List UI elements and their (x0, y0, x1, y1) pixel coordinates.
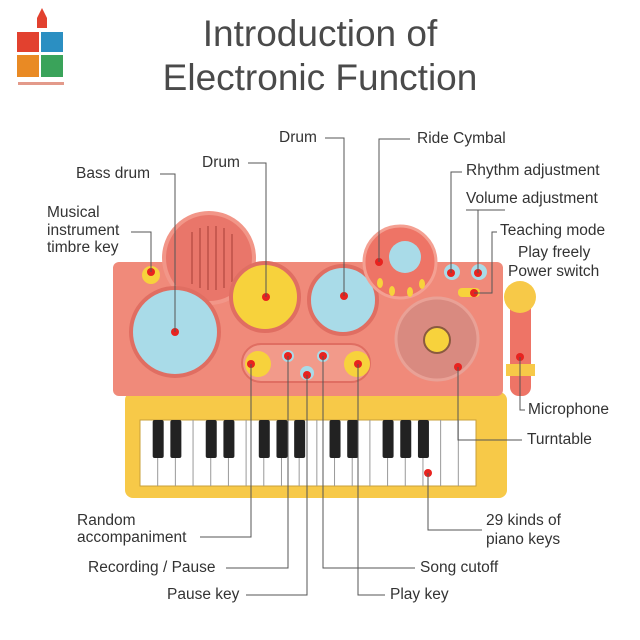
black-key (152, 420, 164, 458)
piano-keys (152, 420, 459, 486)
black-key (347, 420, 359, 458)
control-strip (241, 343, 371, 383)
label-bass-drum: Bass drum (76, 165, 151, 182)
label-rhythm: Rhythm adjustment (466, 162, 600, 179)
label-ride-cymbal: Ride Cymbal (417, 130, 506, 147)
brand-logo (17, 8, 64, 85)
black-key (223, 420, 235, 458)
label-random-1: Random (77, 512, 136, 529)
black-key (417, 420, 429, 458)
label-volume: Volume adjustment (466, 190, 598, 207)
label-play: Play key (390, 586, 449, 603)
black-key (382, 420, 394, 458)
label-pause: Pause key (167, 586, 240, 603)
label-drum-left: Drum (202, 154, 240, 171)
black-key (329, 420, 341, 458)
label-keys-1: 29 kinds of (486, 512, 561, 529)
label-power-switch: Power switch (508, 263, 600, 280)
label-recording: Recording / Pause (88, 559, 216, 576)
label-play-freely: Play freely (518, 244, 591, 261)
page-title-line-2: Electronic Function (162, 57, 478, 98)
label-microphone: Microphone (528, 401, 609, 418)
black-key (170, 420, 182, 458)
black-key (205, 420, 217, 458)
label-teaching-mode: Teaching mode (500, 222, 606, 239)
label-timbre-2: instrument (47, 222, 120, 239)
leader-lines (131, 137, 525, 596)
black-key (400, 420, 412, 458)
label-drum-right: Drum (279, 129, 317, 146)
drum-pad-blue (307, 264, 379, 336)
page-title-line-1: Introduction of (202, 13, 438, 54)
label-song-cutoff: Song cutoff (420, 559, 499, 576)
label-keys-2: piano keys (486, 531, 561, 548)
label-timbre-3: timbre key (47, 239, 119, 256)
label-timbre-1: Musical (47, 204, 100, 221)
black-key (294, 420, 306, 458)
black-key (258, 420, 270, 458)
label-random-2: accompaniment (77, 529, 187, 546)
label-turntable: Turntable (527, 431, 592, 448)
black-key (276, 420, 288, 458)
